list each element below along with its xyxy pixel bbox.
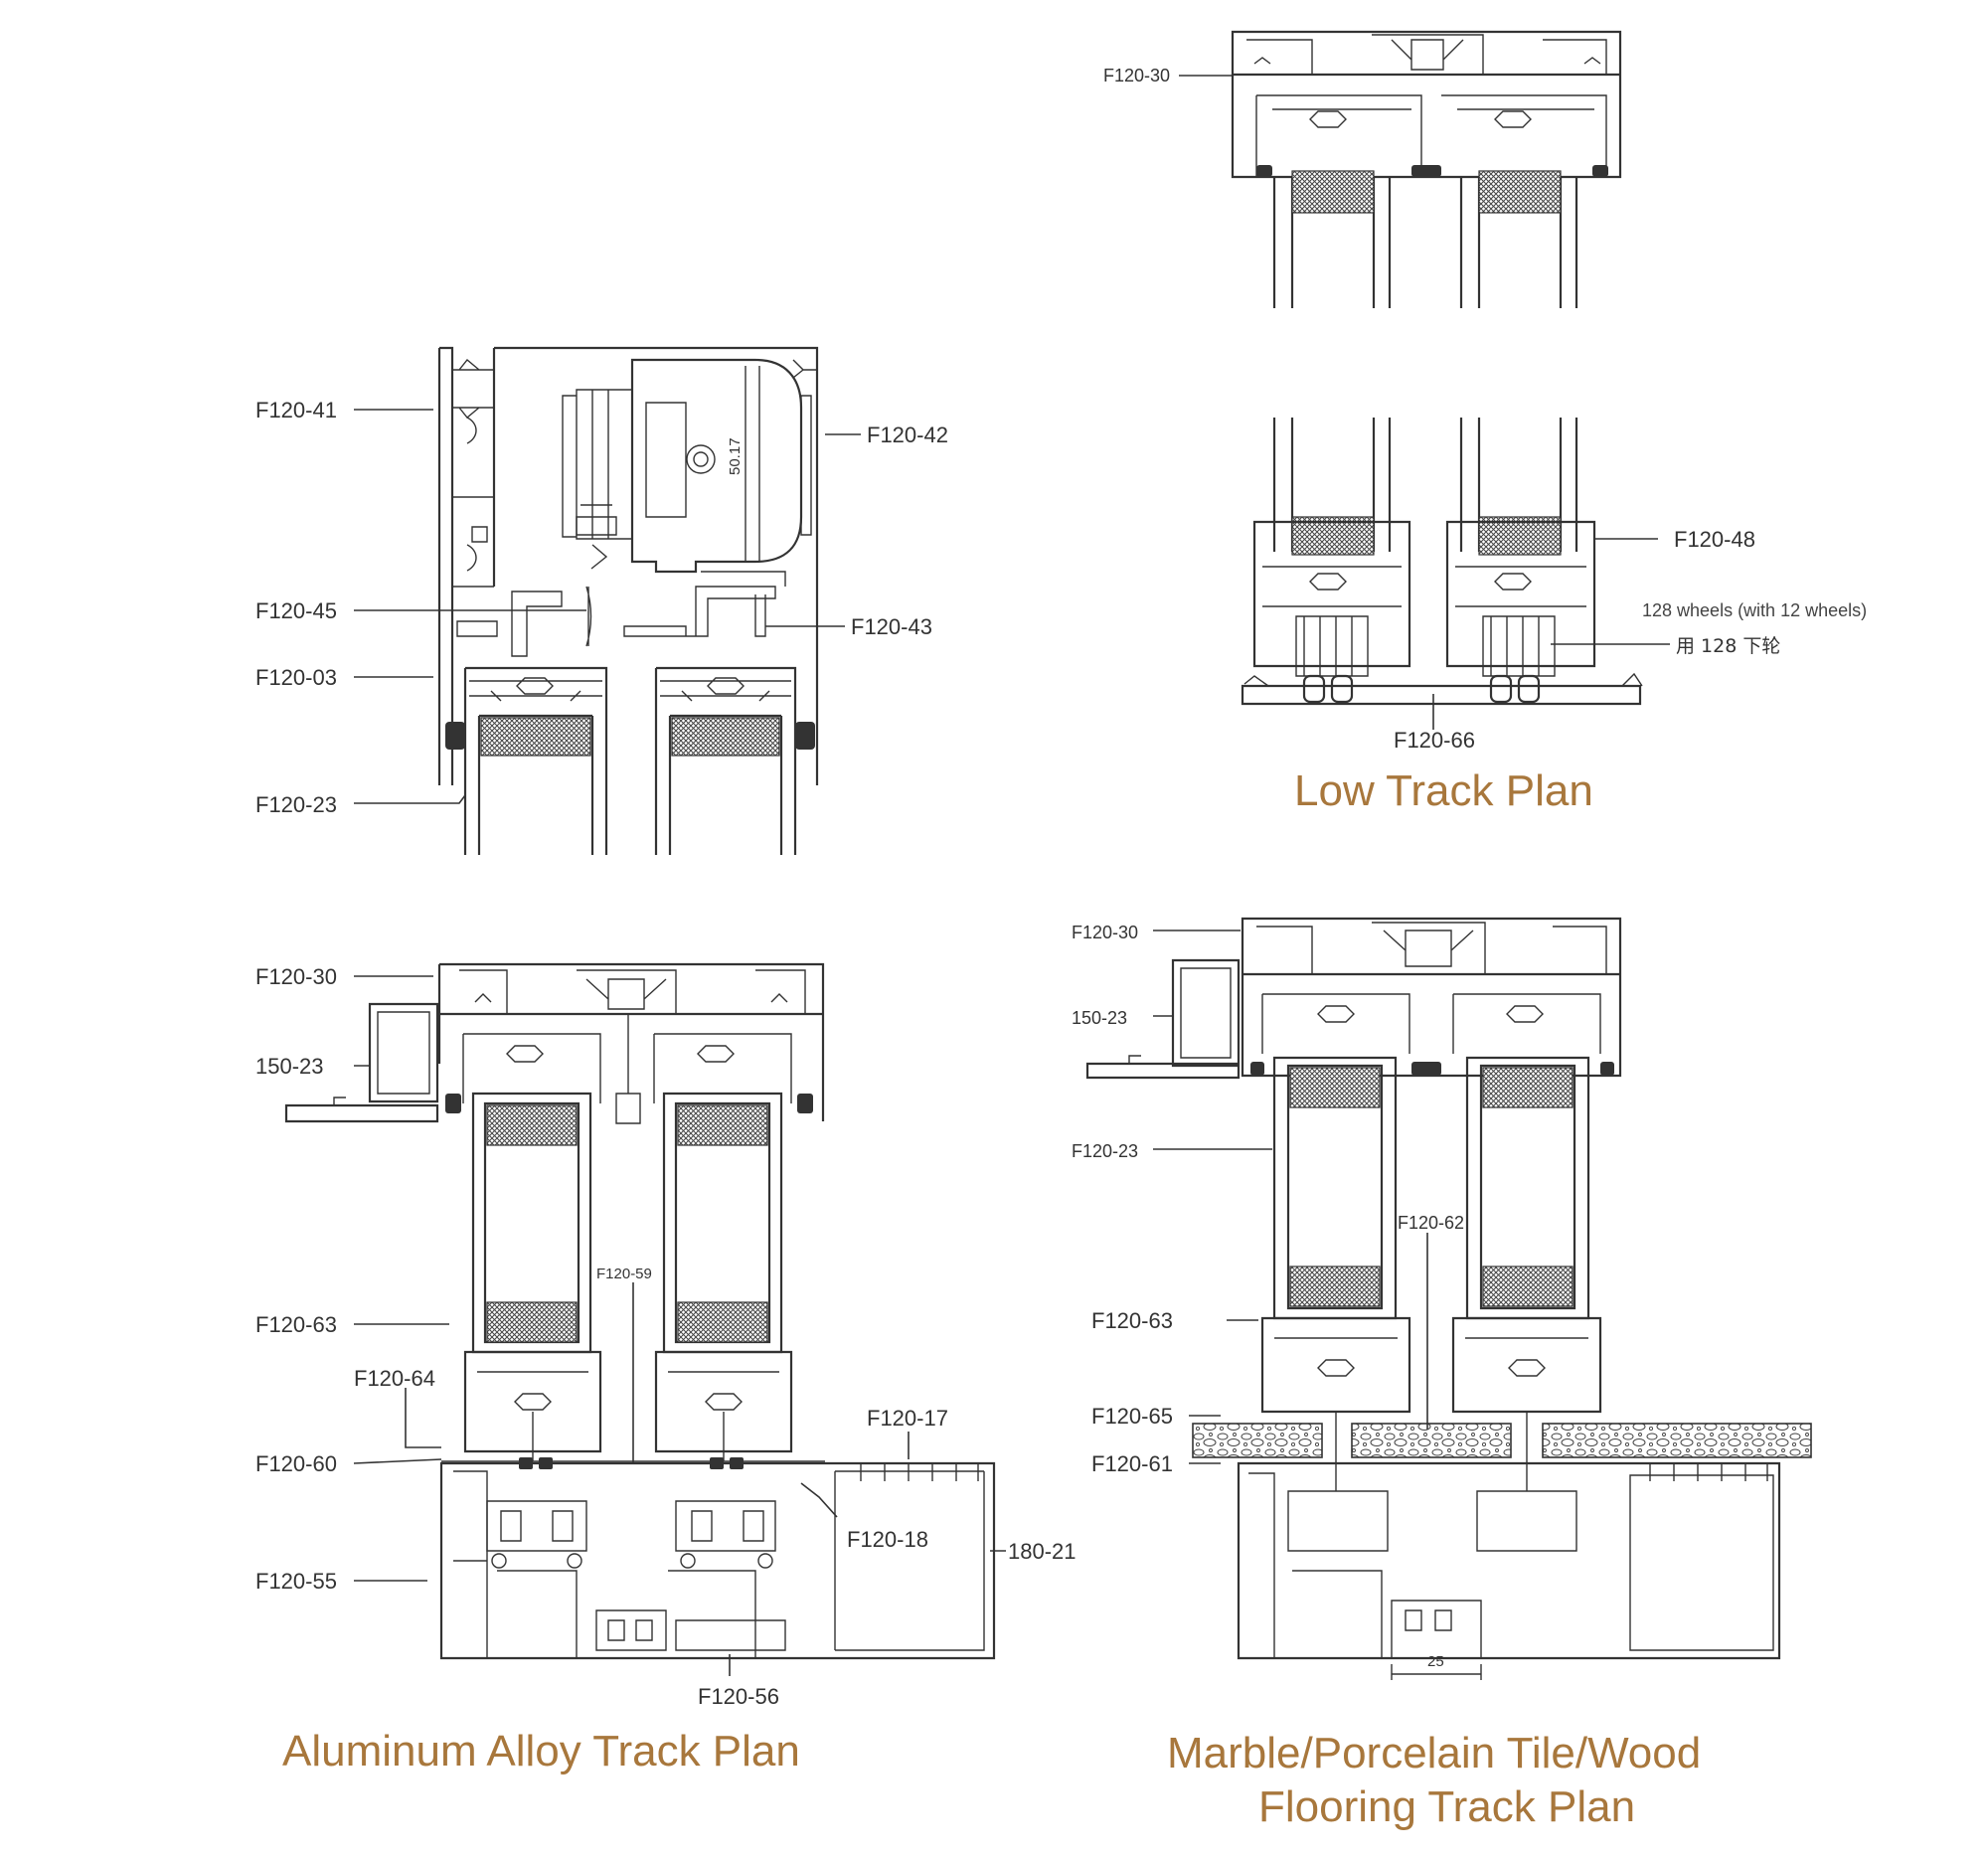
label-al-f120-60: F120-60 xyxy=(255,1451,337,1476)
aluminum-track-title: Aluminum Alloy Track Plan xyxy=(282,1727,800,1775)
low-track-head: F120-30 xyxy=(1103,30,1622,308)
low-track-title: Low Track Plan xyxy=(1294,766,1593,815)
label-f120-43: F120-43 xyxy=(851,614,932,639)
label-al-f120-17: F120-17 xyxy=(867,1406,948,1431)
floor-finish-left xyxy=(1192,1423,1323,1458)
label-al-f120-59: F120-59 xyxy=(596,1266,652,1282)
label-al-f120-56: F120-56 xyxy=(698,1684,779,1709)
wheels-note-cn: 用 128 下轮 xyxy=(1676,635,1780,657)
head-frame-outline xyxy=(437,346,819,785)
floor-finish-right xyxy=(1542,1423,1812,1458)
label-al-f120-30: F120-30 xyxy=(255,964,337,989)
seal-left xyxy=(445,722,465,750)
label-f120-03: F120-03 xyxy=(255,665,337,690)
aluminum-track-section: F120-30 150-23 F120-59 F120-63 F120-64 F… xyxy=(255,962,1077,1775)
label-al-f120-18: F120-18 xyxy=(847,1527,928,1552)
label-al-180-21: 180-21 xyxy=(1008,1539,1077,1564)
dimension-25: 25 xyxy=(1427,1653,1444,1670)
label-fl-f120-63: F120-63 xyxy=(1091,1308,1173,1333)
label-al-150-23: 150-23 xyxy=(255,1054,324,1079)
label-f120-45: F120-45 xyxy=(255,598,337,623)
low-track-sill: F120-48 128 wheels (with 12 wheels) 用 12… xyxy=(1241,418,1867,815)
flooring-title-line1: Marble/Porcelain Tile/Wood xyxy=(1167,1729,1701,1777)
flooring-title-line2: Flooring Track Plan xyxy=(1258,1782,1635,1831)
head-frame-profile xyxy=(452,359,498,637)
seal-right xyxy=(795,722,815,750)
sash-head-right xyxy=(654,666,797,855)
label-f120-23: F120-23 xyxy=(255,792,337,817)
head-track-section: 50.17 F120-41 F120-42 F120-45 F120-43 F1… xyxy=(255,346,948,855)
label-f120-66: F120-66 xyxy=(1394,728,1475,753)
label-fl-f120-30: F120-30 xyxy=(1072,923,1138,942)
flooring-track-section: 25 F120-30 150-23 F120-23 F120-62 F120-6… xyxy=(1072,917,1812,1831)
label-fl-f120-23: F120-23 xyxy=(1072,1141,1138,1161)
label-al-f120-64: F120-64 xyxy=(354,1366,435,1391)
label-f120-42: F120-42 xyxy=(867,422,948,447)
lock-mark-text: 50.17 xyxy=(727,437,744,475)
label-low-f120-30: F120-30 xyxy=(1103,66,1170,85)
label-f120-41: F120-41 xyxy=(255,398,337,422)
label-fl-f120-61: F120-61 xyxy=(1091,1451,1173,1476)
label-al-f120-55: F120-55 xyxy=(255,1569,337,1594)
label-f120-48: F120-48 xyxy=(1674,527,1755,552)
label-fl-f120-65: F120-65 xyxy=(1091,1404,1173,1429)
floor-finish-middle xyxy=(1351,1423,1512,1458)
roller-housing xyxy=(630,358,803,574)
label-al-f120-63: F120-63 xyxy=(255,1312,337,1337)
label-fl-150-23: 150-23 xyxy=(1072,1008,1127,1028)
wheels-note: 128 wheels (with 12 wheels) xyxy=(1642,600,1867,620)
sash-head-left xyxy=(463,666,608,855)
label-fl-f120-62: F120-62 xyxy=(1398,1213,1464,1233)
roller-bolt xyxy=(686,444,716,474)
